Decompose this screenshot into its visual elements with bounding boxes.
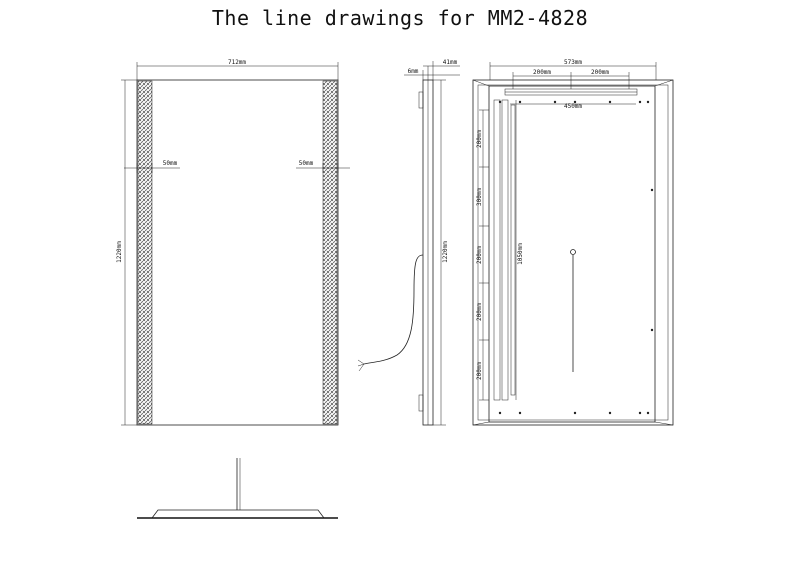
front-left-frosted-band bbox=[137, 80, 153, 425]
top-view-frame bbox=[151, 509, 325, 519]
left-mounting-rail bbox=[493, 99, 501, 401]
back-inner-width-label: 450mm bbox=[564, 103, 582, 110]
v-spacing-label-3: 200mm bbox=[476, 246, 483, 264]
back-inner-height-label: 1050mm bbox=[517, 243, 524, 265]
back-outline bbox=[472, 79, 674, 426]
front-view: 712mm 1220mm 50mm 50mm bbox=[116, 59, 350, 426]
touch-sensor bbox=[570, 249, 576, 255]
front-left-band-label: 50mm bbox=[163, 160, 178, 167]
front-width-label: 712mm bbox=[228, 59, 246, 66]
side-view: 6mm 41mm 1220mm bbox=[357, 59, 460, 426]
front-right-band-label: 50mm bbox=[299, 160, 314, 167]
v-spacing-label-5: 200mm bbox=[476, 362, 483, 380]
back-width-label: 573mm bbox=[564, 59, 582, 66]
screw-holes bbox=[498, 100, 654, 415]
side-frame-label: 6mm bbox=[408, 68, 419, 75]
v-spacing-label-1: 200mm bbox=[476, 130, 483, 148]
power-cable bbox=[363, 254, 424, 365]
front-height-label: 1220mm bbox=[116, 241, 123, 263]
drawing-title: The line drawings for MM2-4828 bbox=[211, 6, 589, 30]
side-depth-label: 41mm bbox=[443, 59, 458, 66]
back-panel bbox=[488, 85, 656, 423]
back-spacing-left-label: 200mm bbox=[533, 69, 551, 76]
front-mirror-outline bbox=[136, 79, 339, 426]
top-view bbox=[137, 458, 338, 519]
back-view: 573mm 200mm 200mm 450mm 1050mm 200mm 300… bbox=[472, 59, 674, 426]
side-height-label: 1220mm bbox=[442, 241, 449, 263]
v-spacing-label-2: 300mm bbox=[476, 188, 483, 206]
front-right-frosted-band bbox=[322, 80, 338, 425]
v-spacing-label-4: 200mm bbox=[476, 303, 483, 321]
back-spacing-right-label: 200mm bbox=[591, 69, 609, 76]
